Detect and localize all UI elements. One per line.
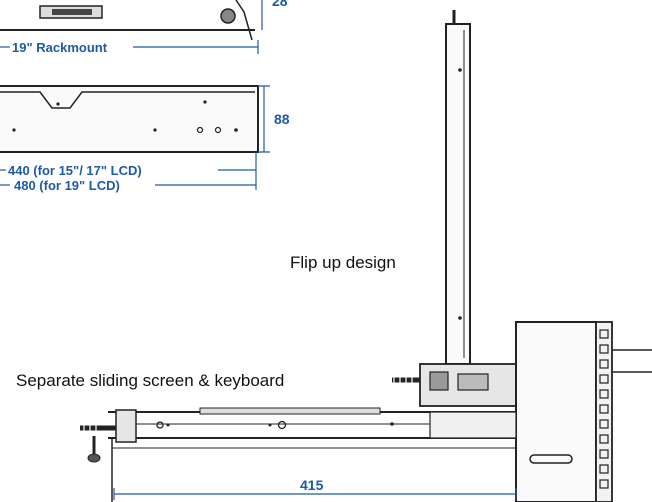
rack-hole: [599, 404, 609, 414]
flip-up-screen: [445, 23, 471, 365]
rack-holes: [599, 329, 609, 489]
rail-screw: [390, 422, 394, 426]
front-latch-knob-icon: [87, 453, 101, 463]
top-view-slot-insert: [52, 9, 92, 15]
slide-rail-cover: [199, 407, 381, 415]
rack-hole: [599, 479, 609, 489]
flip-up-caption: Flip up design: [290, 253, 396, 272]
front-panel-outline: [0, 85, 259, 153]
width-label-small: 440 (for 15"/ 17" LCD): [8, 163, 142, 178]
front-screw-1: [56, 102, 60, 106]
side-view: Flip up design Separate sliding screen &…: [16, 10, 652, 502]
front-hole-3: [234, 128, 238, 132]
top-view-height-label: 28: [272, 0, 288, 9]
hinge-clamp: [457, 373, 489, 391]
front-screw-4: [153, 128, 157, 132]
rack-back-rail: [612, 349, 652, 373]
rack-hole: [599, 359, 609, 369]
front-panel-notch: [0, 91, 255, 109]
rack-hole: [599, 449, 609, 459]
rail-hole: [156, 421, 164, 429]
width-label-large: 480 (for 19" LCD): [14, 178, 120, 193]
rack-hole: [599, 434, 609, 444]
depth-label: 415: [300, 477, 324, 493]
front-screw-2: [203, 100, 207, 104]
hinge-lock-icon: [429, 371, 449, 391]
rack-hole: [599, 419, 609, 429]
screen-screw-bottom: [458, 316, 462, 320]
thumbscrew-knurl: [393, 376, 413, 384]
rail-screw: [268, 423, 272, 427]
rail-hole: [277, 420, 287, 430]
front-hole-2: [214, 126, 222, 134]
rack-hole: [599, 329, 609, 339]
rack-hole: [599, 464, 609, 474]
sliding-caption: Separate sliding screen & keyboard: [16, 371, 284, 390]
top-view-knob-icon: [220, 8, 236, 24]
rack-rail: [595, 321, 613, 502]
screen-screw-top: [458, 68, 462, 72]
rack-handle-slot: [529, 454, 573, 464]
front-screw-3: [12, 128, 16, 132]
front-height-dim-ticks: [258, 85, 270, 153]
rail-end-bracket: [429, 411, 517, 439]
front-view: 88 440 (for 15"/ 17" LCD) 480 (for 19" L…: [0, 85, 290, 193]
rack-post: [515, 321, 597, 502]
depth-dim-ticks: [113, 488, 517, 500]
rackmount-width-label: 19" Rackmount: [12, 40, 108, 55]
rack-hole: [599, 374, 609, 384]
front-height-label: 88: [274, 111, 290, 127]
rack-hole: [599, 344, 609, 354]
rail-screw: [166, 423, 170, 427]
front-hole-1: [196, 126, 204, 134]
top-view: 28 19" Rackmount: [0, 0, 288, 55]
front-handle: [115, 409, 137, 443]
top-view-side-line: [235, 0, 253, 41]
rack-hole: [599, 389, 609, 399]
front-thumbscrew-knurl: [83, 424, 97, 432]
